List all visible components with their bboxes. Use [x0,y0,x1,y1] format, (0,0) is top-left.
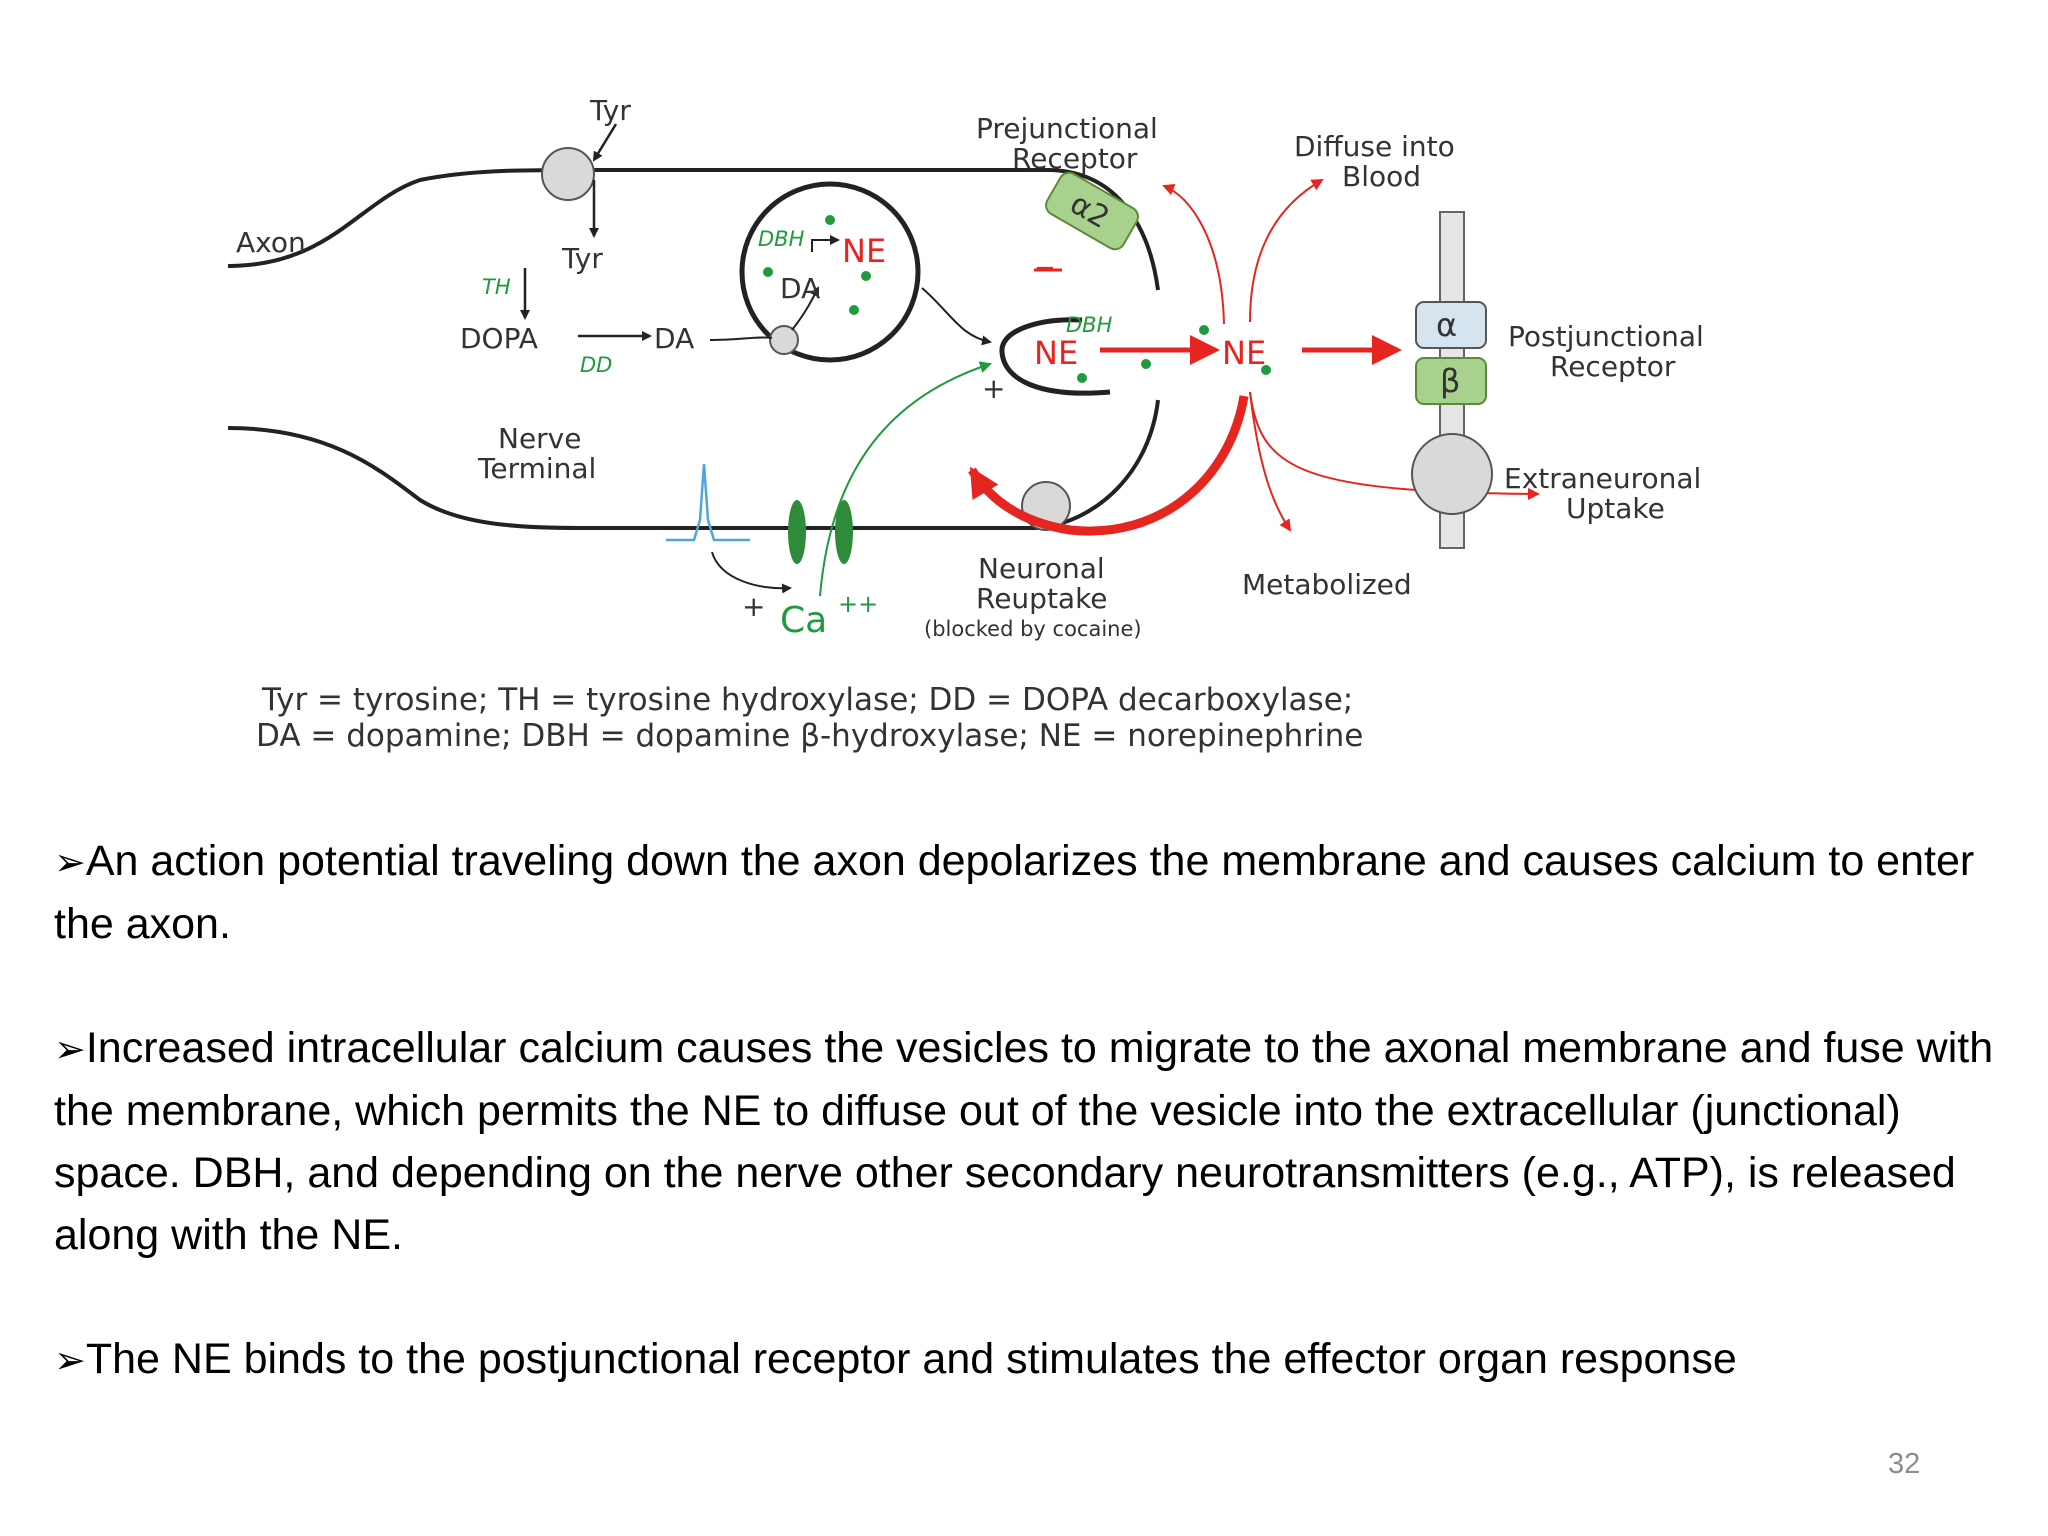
label-extraneuronal-line2: Uptake [1566,492,1665,525]
label-extraneuronal-line1: Extraneuronal [1504,462,1701,495]
bullet-text: An action potential traveling down the a… [54,837,1975,948]
label-ca-charge: ++ [838,590,878,618]
tyrosine-transporter [541,147,595,201]
da-to-vesicle-arrow [709,336,773,341]
alpha-receptor [1415,301,1487,349]
label-postjunctional-line1: Postjunctional [1508,320,1704,353]
label-plus-ca: + [742,590,765,623]
calcium-influx-arrow [819,361,992,597]
label-prejunctional-line1: Prejunctional [976,112,1158,145]
label-tyr-top: Tyr [589,94,631,127]
calcium-channel [788,500,806,564]
bullet-item: ➢Increased intracellular calcium causes … [54,1017,2004,1266]
bullet-arrow-icon: ➢ [54,1338,86,1382]
label-nerve-terminal-line1: Nerve [498,422,581,455]
page-number: 32 [1888,1448,1921,1480]
abbreviation-legend-line2: DA = dopamine; DBH = dopamine β-hydroxyl… [256,718,1363,754]
adrenergic-nerve-terminal-diagram: Tyr Axon Tyr TH DOPA DD DA DBH NE DA DBH… [227,94,1704,754]
axon-membrane-lower [227,399,1160,530]
ne-dot [1077,373,1087,383]
ne-dot [861,271,871,281]
tyr-uptake-arrow [592,123,618,162]
beta-receptor [1415,357,1487,405]
label-minus: − [1034,253,1056,283]
label-tyr-mid: Tyr [561,242,603,275]
da-to-ne-arrow [811,235,840,252]
vesicle-da-uptake-arrow [791,286,819,331]
metabolized-arrow [1249,391,1292,532]
abbreviation-legend-line1: Tyr = tyrosine; TH = tyrosine hydroxylas… [261,682,1353,718]
bullet-arrow-icon: ➢ [54,1027,86,1071]
bullet-item: ➢The NE binds to the postjunctional rece… [54,1328,2004,1391]
label-da-vesicle: DA [780,272,820,305]
label-diffuse-line2: Blood [1342,160,1421,193]
label-dopa: DOPA [460,322,538,355]
label-alpha: α [1436,306,1457,344]
label-prejunctional-line2: Receptor [1012,142,1138,175]
action-potential-spike [666,463,750,542]
label-plus-vesicle: + [982,372,1005,405]
neuronal-reuptake-arrow [968,395,1249,536]
ne-dot [1199,325,1209,335]
fused-vesicle [999,317,1111,396]
extraneuronal-transporter [1411,433,1493,515]
storage-vesicle [739,181,921,363]
label-diffuse-line1: Diffuse into [1294,130,1455,163]
label-reuptake-line2: Reuptake [976,582,1108,615]
label-ne-vesicle: NE [842,232,886,270]
calcium-channel [835,500,853,564]
vesicle-transporter [769,325,799,355]
label-axon: Axon [236,226,306,259]
label-beta: β [1440,362,1460,400]
depolarization-arrow [711,551,792,594]
label-da-left: DA [654,322,694,355]
prejunctional-feedback-arrow [1162,184,1225,325]
ne-dot [1141,359,1151,369]
axon-membrane-upper [227,168,1160,291]
label-nerve-terminal-line2: Terminal [477,452,596,485]
label-dbh-vesicle: DBH [758,227,805,251]
bullet-text: Increased intracellular calcium causes t… [54,1024,1994,1259]
diffuse-into-blood-arrow [1249,178,1324,323]
label-ne-release: NE [1034,334,1078,372]
label-reuptake-line1: Neuronal [978,552,1105,585]
extraneuronal-uptake-arrow [1249,391,1540,500]
ne-dot [849,305,859,315]
label-th: TH [482,275,511,299]
label-dbh-release: DBH [1066,313,1113,337]
bullet-arrow-icon: ➢ [54,840,86,884]
ne-dot [1261,365,1271,375]
label-dd: DD [580,353,612,377]
label-ca: Ca [780,600,827,641]
label-ne-cleft: NE [1222,334,1266,372]
label-metabolized: Metabolized [1242,568,1412,601]
ne-dot [825,215,835,225]
label-reuptake-line3: (blocked by cocaine) [924,617,1142,641]
bullet-list: ➢An action potential traveling down the … [54,830,2004,1453]
ne-dot [763,267,773,277]
bullet-text: The NE binds to the postjunctional recep… [85,1335,1737,1383]
bullet-item: ➢An action potential traveling down the … [54,830,2004,955]
alpha2-receptor [1045,171,1139,251]
vesicle-migration-arrow [921,287,992,346]
label-postjunctional-line2: Receptor [1550,350,1676,383]
